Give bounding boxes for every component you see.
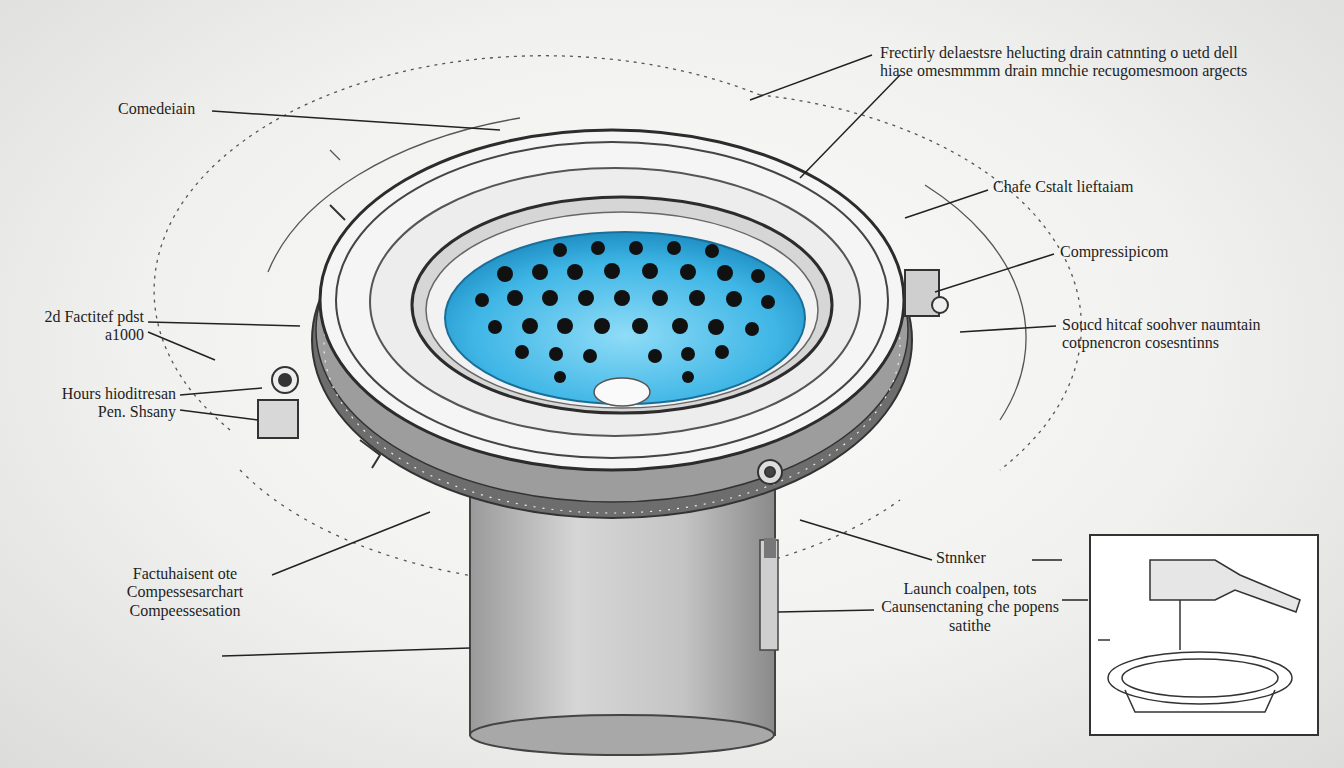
leader-lines <box>148 55 1088 656</box>
part-label: Stnnker <box>936 549 1031 567</box>
guide-arcs <box>154 56 1081 586</box>
part-label: Chafe Cstalt lieftaiam <box>993 178 1203 196</box>
part-label: Frectirly delaestsre helucting drain cat… <box>880 44 1260 81</box>
clamp-brackets <box>258 205 948 484</box>
part-label: Launch coalpen, tots Caunsenctaning che … <box>878 580 1062 635</box>
part-label: Compressipicom <box>1060 243 1230 261</box>
part-label: 2d Factitef pdst a1000 <box>40 308 144 345</box>
flange <box>312 130 912 518</box>
part-label: Comedeiain <box>118 100 213 118</box>
part-label: Factuhaisent ote Compessesarchart Compee… <box>96 565 274 620</box>
part-label: Soucd hitcaf soohver naumtain cotpnencro… <box>1062 316 1324 353</box>
inset-sketch <box>1090 535 1318 735</box>
part-label: Hours hioditresan Pen. Shsany <box>30 385 176 422</box>
strainer-basket <box>445 232 805 406</box>
